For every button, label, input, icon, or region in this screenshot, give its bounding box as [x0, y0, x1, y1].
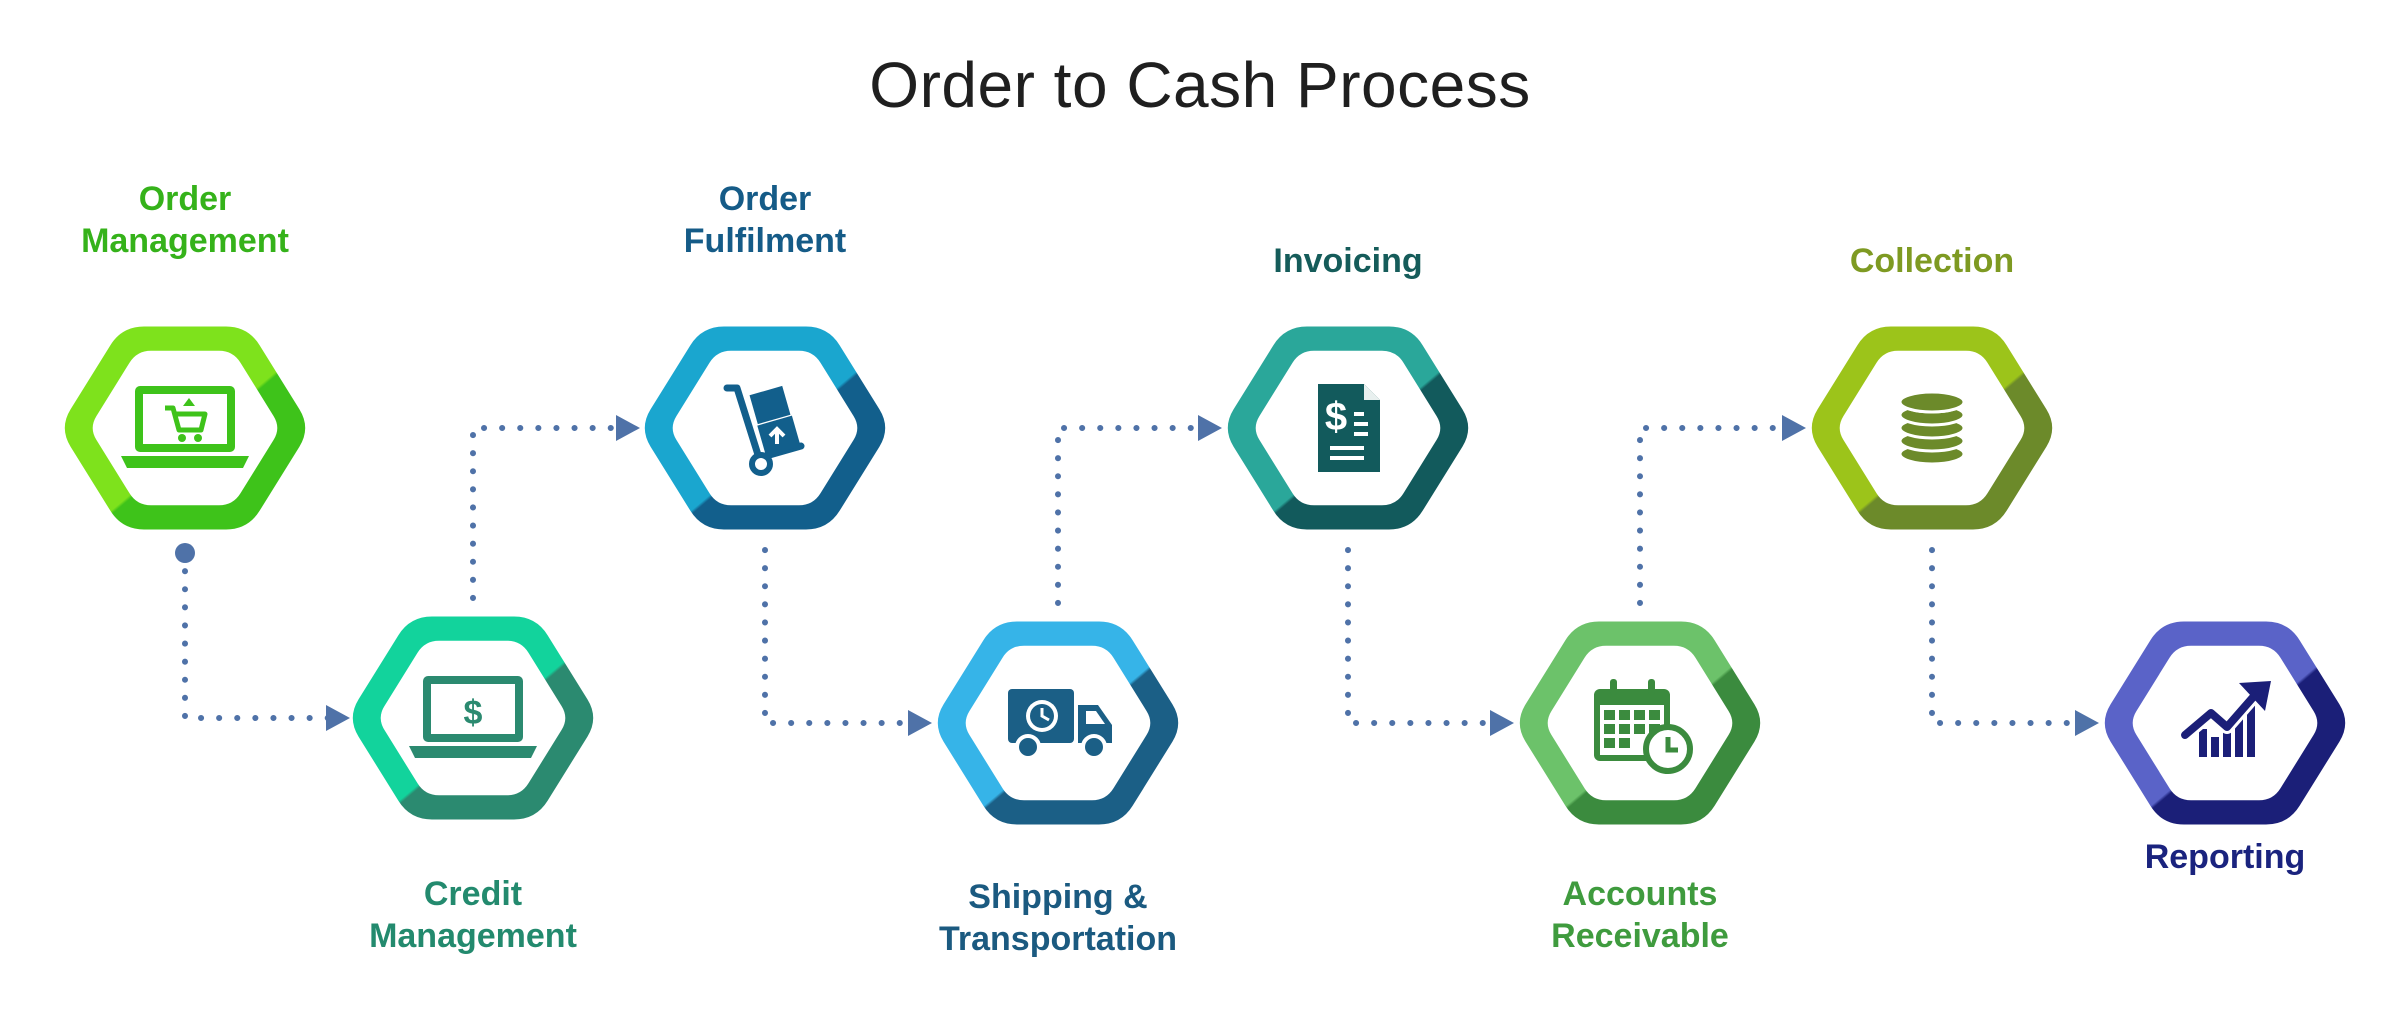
step-7-node: [1811, 326, 2053, 530]
step-6-node: [1519, 621, 1761, 825]
connector-arrow-3: [762, 547, 915, 726]
start-dot: [175, 543, 195, 563]
step-6-label: Accounts Receivable: [1551, 875, 1729, 955]
step-1-node: [64, 326, 306, 530]
arrowhead-icon: [2075, 710, 2099, 736]
hand-truck-icon: [723, 384, 805, 476]
step-4-label: Shipping & Transportation: [938, 878, 1178, 958]
step-1-label: Order Management: [81, 180, 289, 260]
step-3-label: Order Fulfilment: [683, 180, 847, 260]
step-7-label: Collection: [1849, 242, 2015, 280]
step-5-label: Invoicing: [1273, 242, 1423, 280]
arrowhead-icon: [1198, 415, 1222, 441]
steps-layer: $$: [64, 326, 2346, 825]
arrowhead-icon: [326, 705, 350, 731]
arrowhead-icon: [616, 415, 640, 441]
step-5-node: $: [1227, 326, 1469, 530]
calendar-clock-icon: [1594, 679, 1693, 774]
invoice-icon: $: [1318, 384, 1380, 472]
delivery-truck-icon: [1008, 689, 1112, 760]
step-3-node: [644, 326, 886, 530]
growth-chart-icon: [2178, 681, 2271, 757]
arrowhead-icon: [1782, 415, 1806, 441]
step-4-node: [937, 621, 1179, 825]
coins-icon: [1898, 390, 1966, 466]
arrowhead-icon: [908, 710, 932, 736]
connector-arrow-1: [182, 550, 333, 721]
step-8-label: Reporting: [2144, 838, 2306, 876]
laptop-dollar-icon: $: [409, 676, 537, 758]
connector-arrow-6: [1637, 425, 1789, 606]
step-8-node: [2104, 621, 2346, 825]
connector-arrow-5: [1345, 547, 1497, 726]
connector-arrow-4: [1055, 425, 1205, 606]
connectors-layer: [175, 415, 2099, 736]
laptop-cart-icon: [121, 386, 249, 468]
svg-text:$: $: [1325, 395, 1347, 439]
step-2-label: Credit Management: [369, 875, 577, 955]
step-2-node: $: [352, 616, 594, 820]
arrowhead-icon: [1490, 710, 1514, 736]
svg-text:$: $: [464, 694, 483, 732]
page-title: Order to Cash Process: [869, 49, 1531, 121]
connector-arrow-7: [1929, 547, 2082, 726]
connector-arrow-2: [470, 425, 623, 601]
